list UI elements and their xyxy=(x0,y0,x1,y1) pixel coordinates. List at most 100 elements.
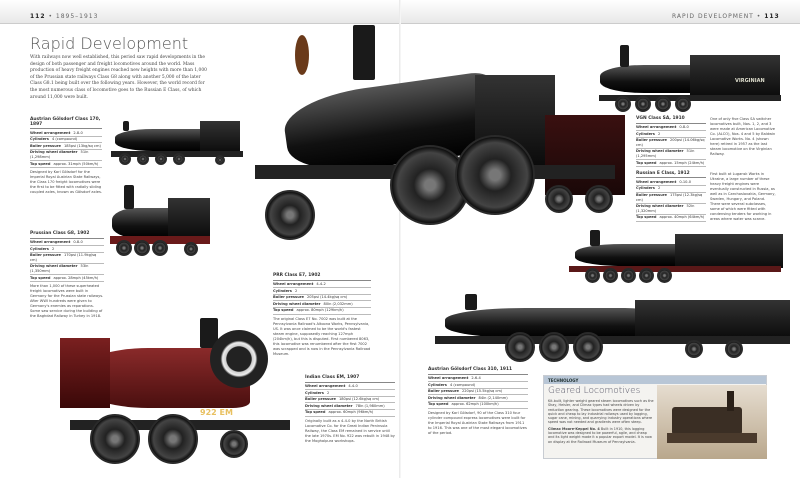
spec-value: approx. 15mph (24km/h) xyxy=(659,160,705,165)
spec-value: 4-4-0 xyxy=(348,384,358,389)
spec-value: 170psi (11.9kg/sq cm) xyxy=(30,253,97,262)
page-gutter xyxy=(399,0,401,478)
prussian-g8-image xyxy=(108,180,212,262)
spec-value: 4-4-2 xyxy=(316,282,326,287)
spec-value: 205psi (14.4kg/sq cm) xyxy=(306,295,348,300)
page-title: Rapid Development xyxy=(30,34,189,53)
spec-value: 53in (1,350mm) xyxy=(30,264,89,274)
spec-value: 4 (compound) xyxy=(449,382,476,387)
vgn-sa-image: VIRGINIAN xyxy=(595,40,785,115)
spec-label: Top speed xyxy=(273,308,294,313)
spec-value: approx. 62mph (100km/h) xyxy=(451,402,499,407)
spec-label: Wheel arrangement xyxy=(273,282,314,287)
entry-austrian-310: Austrian Gölsdorf Class 310, 1911 Wheel … xyxy=(428,367,528,436)
right-running-head: RAPID DEVELOPMENT xyxy=(672,13,754,20)
spec-value: approx. 60mph (96km/h) xyxy=(328,410,374,415)
spec-label: Wheel arrangement xyxy=(636,179,677,184)
right-page-number: 113 xyxy=(764,13,780,20)
spec-label: Driving wheel diameter xyxy=(30,264,78,269)
left-folio: 112 • 1895–1913 xyxy=(30,13,99,20)
spec-label: Cylinders xyxy=(636,186,655,191)
spec-label: Driving wheel diameter xyxy=(636,204,684,209)
spec-label: Boiler pressure xyxy=(30,143,61,148)
spec-value: 0-8-0 xyxy=(73,240,83,245)
spec-label: Driving wheel diameter xyxy=(305,403,353,408)
spec-title: Prussian Class G8, 1902 xyxy=(30,231,104,239)
spec-value: 51in (1,298mm) xyxy=(30,150,89,160)
spec-label: Top speed xyxy=(636,160,657,165)
spec-value: 0-10-0 xyxy=(679,179,692,184)
left-running-head: 1895–1913 xyxy=(55,13,99,20)
spec-value: 220psi (15.5kg/sq cm) xyxy=(461,389,503,394)
spec-label: Cylinders xyxy=(273,288,292,293)
desc-austrian-170: Designed by Karl Gölsdorf for the Imperi… xyxy=(30,169,102,194)
spec-value: 2 xyxy=(294,288,298,293)
technology-text: Geared Locomotives Kit-built, lighter we… xyxy=(548,386,654,444)
spec-value: 180psi (12.6kg/sq cm) xyxy=(338,397,380,402)
spec-value: 175psi (12.3kg/sq cm) xyxy=(636,193,703,202)
entry-prussian-g8: Prussian Class G8, 1902 Wheel arrangemen… xyxy=(30,231,104,319)
spec-label: Driving wheel diameter xyxy=(30,150,78,155)
spec-value: 2 xyxy=(657,131,661,136)
technology-label: TECHNOLOGY xyxy=(544,376,766,384)
spec-austrian-170: Austrian Gölsdorf Class 170, 1897 Wheel … xyxy=(30,117,102,168)
technology-body: Kit-built, lighter weight geared steam l… xyxy=(548,399,654,425)
spec-label: Driving wheel diameter xyxy=(428,395,476,400)
spec-value: 80in (2,032mm) xyxy=(323,301,353,306)
smokebox-door xyxy=(210,330,268,388)
spec-value: 2 xyxy=(326,390,330,395)
entry-austrian-170: Austrian Gölsdorf Class 170, 1897 Wheel … xyxy=(30,117,102,195)
spec-label: Boiler pressure xyxy=(273,295,304,300)
spec-value: 78in (1,980mm) xyxy=(355,403,385,408)
spec-value: 52in (1,320mm) xyxy=(636,204,695,213)
spec-title: VGN Class SA, 1910 xyxy=(636,116,706,124)
desc-prr-e7: The original Class E7 No. 7002 was built… xyxy=(273,316,371,356)
spec-value: 51in (1,295mm) xyxy=(636,149,695,159)
spec-title: Austrian Gölsdorf Class 310, 1911 xyxy=(428,367,528,375)
technology-caption: Climax Moore-Keppel No. 4 Built in 1910,… xyxy=(548,426,652,444)
spec-value: 0-8-0 xyxy=(679,125,689,130)
spec-value: approx. 28mph (45km/h) xyxy=(53,275,99,280)
spec-label: Top speed xyxy=(428,402,449,407)
spec-value: 84in (2,140mm) xyxy=(478,395,508,400)
spec-label: Wheel arrangement xyxy=(30,240,71,245)
tender-lettering: VIRGINIAN xyxy=(735,78,765,84)
spec-label: Top speed xyxy=(30,275,51,280)
spec-value: 4 (compound) xyxy=(51,137,78,142)
spec-value: 200psi (14.06kg/sq cm) xyxy=(636,138,705,147)
desc-austrian-310: Designed by Karl Gölsdorf, 90 of the Cla… xyxy=(428,410,527,435)
climax-locomotive-photo xyxy=(657,385,767,459)
spec-title: Russian E Class, 1912 xyxy=(636,171,706,179)
spec-value: 2-6-4 xyxy=(471,376,481,381)
spec-title: Austrian Gölsdorf Class 170, 1897 xyxy=(30,117,102,130)
spec-label: Cylinders xyxy=(428,382,447,387)
spec-value: 185psi (13kg/sq cm) xyxy=(63,143,101,148)
spec-label: Wheel arrangement xyxy=(305,384,346,389)
spec-value: 2 xyxy=(51,246,55,251)
right-folio: RAPID DEVELOPMENT • 113 xyxy=(672,13,780,20)
spec-austrian-310: Austrian Gölsdorf Class 310, 1911 Wheel … xyxy=(428,367,528,409)
